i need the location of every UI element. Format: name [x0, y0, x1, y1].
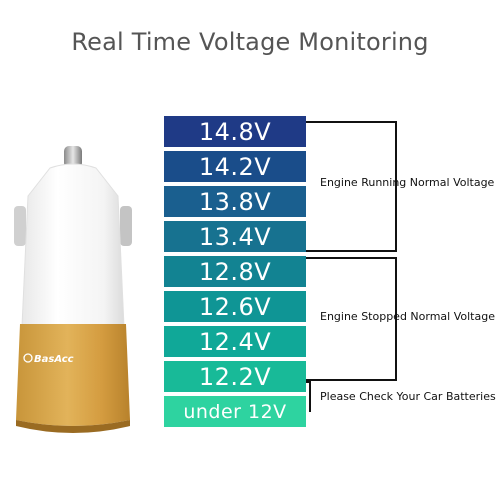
- brand-logo: BasAcc: [34, 354, 74, 365]
- voltage-bar-13-4: 13.4V: [164, 221, 306, 252]
- voltage-bar-14-8: 14.8V: [164, 116, 306, 147]
- voltage-label: 12.4V: [198, 327, 272, 356]
- engine-stopped-label: Engine Stopped Normal Voltage: [320, 310, 495, 323]
- voltage-bar-12-8: 12.8V: [164, 256, 306, 287]
- voltage-label: under 12V: [183, 400, 287, 423]
- voltage-bar-12-2: 12.2V: [164, 361, 306, 392]
- voltage-bar-14-2: 14.2V: [164, 151, 306, 182]
- voltage-label: 13.4V: [198, 222, 272, 251]
- page-title: Real Time Voltage Monitoring: [71, 28, 429, 56]
- voltage-label: 14.2V: [198, 152, 272, 181]
- voltage-bar-under-12: under 12V: [164, 396, 306, 427]
- voltage-label: 12.8V: [198, 257, 272, 286]
- engine-running-label: Engine Running Normal Voltage: [320, 176, 495, 189]
- check-batteries-label: Please Check Your Car Batteries: [320, 390, 496, 403]
- voltage-label: 12.6V: [198, 292, 272, 321]
- voltage-bar-13-8: 13.8V: [164, 186, 306, 217]
- voltage-bar-12-6: 12.6V: [164, 291, 306, 322]
- voltage-label: 14.8V: [198, 117, 272, 146]
- voltage-label: 12.2V: [198, 362, 272, 391]
- voltage-bar-12-4: 12.4V: [164, 326, 306, 357]
- voltage-label: 13.8V: [198, 187, 272, 216]
